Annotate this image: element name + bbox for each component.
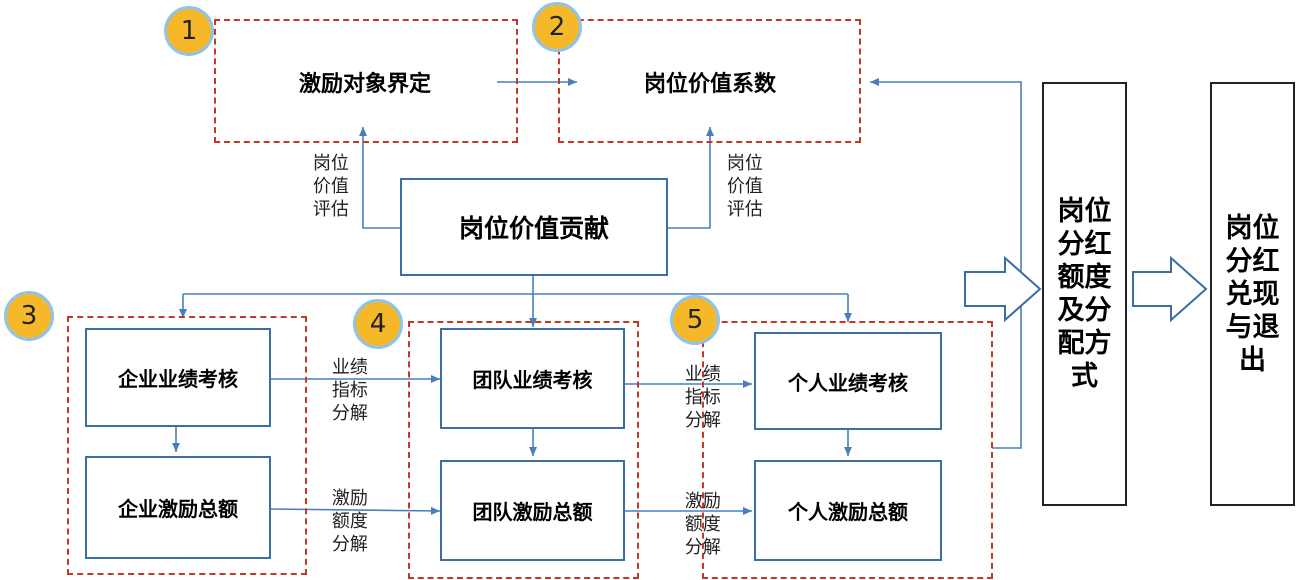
group-1-outline: [214, 19, 518, 143]
group-4-outline: [408, 321, 639, 579]
kpi-split-label-1: 业绩指标分解: [331, 357, 368, 424]
team-incentive-box: 团队激励总额: [440, 460, 625, 561]
step-badge-5: 5: [670, 295, 720, 345]
enterprise-incentive-text: 企业激励总额: [118, 497, 238, 521]
step-badge-4: 4: [353, 299, 403, 349]
dividend-exit-text: 岗位分红兑现与退出: [1225, 212, 1280, 376]
eval-label-right: 岗位价值评估: [726, 153, 763, 220]
block-arrow-2: [1132, 255, 1208, 323]
team-incentive-text: 团队激励总额: [472, 500, 593, 524]
position-value-contribution-box: 岗位价值贡献: [400, 178, 668, 276]
position-value-coef-text: 岗位价值系数: [643, 72, 776, 97]
team-perf-text: 团队业绩考核: [472, 368, 593, 392]
group-5-outline: [702, 321, 993, 579]
enterprise-perf-box: 企业业绩考核: [85, 328, 271, 427]
step-badge-1: 1: [164, 6, 214, 56]
enterprise-perf-text: 企业业绩考核: [118, 367, 238, 391]
block-arrow-1: [964, 255, 1042, 323]
step-badge-2: 2: [532, 2, 582, 52]
enterprise-incentive-box: 企业激励总额: [85, 456, 271, 559]
arrow-enterprise-to-team-incentive: [269, 506, 441, 515]
personal-incentive-box: 个人激励总额: [754, 460, 942, 561]
group-3-outline: [67, 316, 307, 575]
quota-split-label-1: 激励额度分解: [331, 488, 368, 555]
position-value-contribution-text: 岗位价值贡献: [458, 214, 609, 243]
arrow-contribution-to-target: [359, 127, 400, 229]
quota-split-label-2: 激励额度分解: [684, 491, 721, 558]
arrow-contribution-to-coef: [668, 127, 714, 229]
eval-label-left: 岗位价值评估: [312, 153, 349, 220]
dividend-method-box: 岗位分红额度及分配方式: [1042, 82, 1127, 506]
position-value-coef-box: 岗位价值系数: [565, 60, 855, 104]
kpi-split-label-2: 业绩指标分解: [684, 364, 721, 431]
personal-perf-box: 个人业绩考核: [754, 332, 942, 430]
dividend-method-text: 岗位分红额度及分配方式: [1057, 196, 1112, 392]
incentive-target-box: 激励对象界定: [220, 60, 510, 104]
dividend-exit-box: 岗位分红兑现与退出: [1210, 82, 1295, 506]
personal-incentive-text: 个人激励总额: [788, 500, 908, 524]
team-perf-box: 团队业绩考核: [440, 328, 625, 429]
group-2-outline: [558, 19, 861, 143]
personal-perf-text: 个人业绩考核: [788, 370, 908, 395]
step-badge-3: 3: [4, 291, 54, 341]
arrow-feedback-to-coef: [870, 78, 1022, 449]
incentive-target-text: 激励对象界定: [298, 72, 431, 97]
